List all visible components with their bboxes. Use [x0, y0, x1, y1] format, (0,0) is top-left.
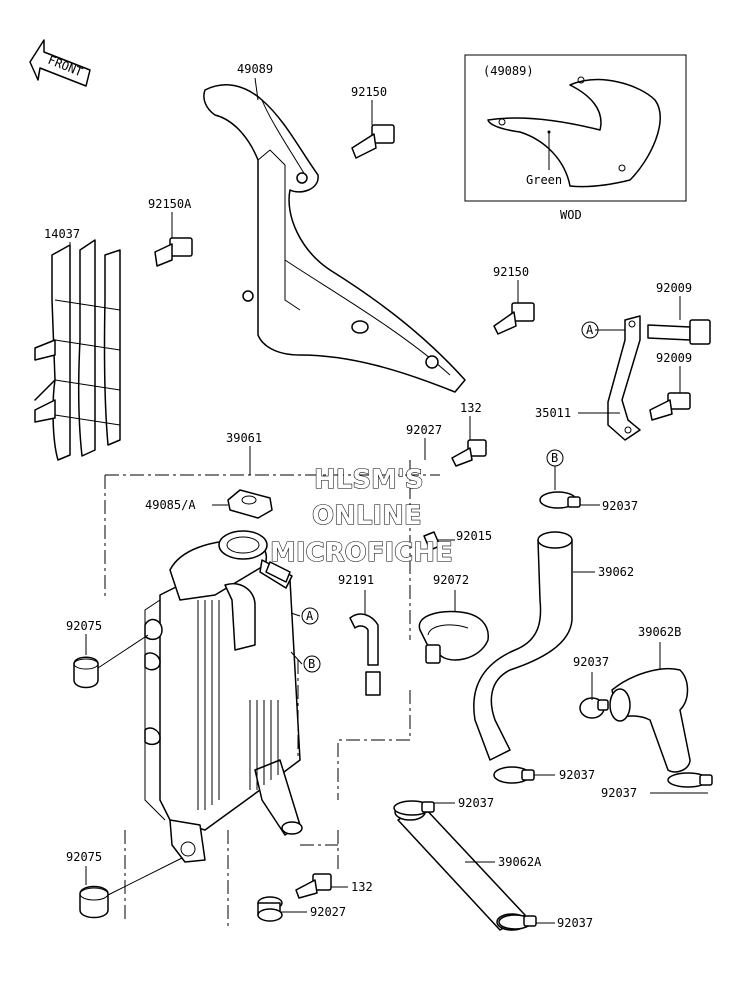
label-39062B: 39062B	[638, 625, 681, 639]
callout-a-bracket: A	[581, 321, 599, 339]
grommet-92075-bottom	[79, 885, 109, 919]
clamp-92037-c	[493, 766, 535, 784]
wod-inset	[464, 54, 687, 202]
label-92027-bottom: 92027	[310, 905, 346, 919]
label-14037: 14037	[44, 227, 80, 241]
bolt-92150A	[154, 237, 193, 267]
svg-text:B: B	[308, 657, 315, 671]
clamp-92037-b	[579, 697, 609, 719]
label-39061: 39061	[226, 431, 262, 445]
label-92015: 92015	[456, 529, 492, 543]
hose-92191	[349, 613, 381, 696]
label-39062A: 39062A	[498, 855, 542, 869]
louver-14037	[34, 239, 121, 461]
label-92150A: 92150A	[148, 197, 192, 211]
label-92027-top: 92027	[406, 423, 442, 437]
label-92150-top: 92150	[351, 85, 387, 99]
watermark-line-2: ONLINE	[312, 501, 422, 531]
bolt-92150-mid	[493, 302, 535, 335]
label-92072: 92072	[433, 573, 469, 587]
callout-b-radiator: B	[303, 655, 321, 673]
label-35011: 35011	[535, 406, 571, 420]
label-92037-c: 92037	[559, 768, 595, 782]
watermark-line-3: MICROFICHE	[270, 538, 453, 568]
callout-a-radiator: A	[301, 607, 319, 625]
bolt-92150-top	[351, 124, 395, 159]
label-132-top: 132	[460, 401, 482, 415]
label-49089: 49089	[237, 62, 273, 76]
clamp-92037-e	[393, 800, 435, 816]
radiator-shroud-49089	[203, 84, 466, 393]
label-92150-mid: 92150	[493, 265, 529, 279]
svg-text:A: A	[306, 609, 314, 623]
bolt-92027-bottom	[257, 896, 283, 922]
front-arrow-icon: FRONT	[29, 39, 91, 87]
part-labels: 49089 92150 (49089) Green WOD 14037 9215…	[44, 62, 692, 930]
clamp-92037-f	[498, 914, 537, 930]
band-92072	[418, 610, 489, 664]
label-92037-f: 92037	[557, 916, 593, 930]
bolt-92009-a	[647, 319, 711, 345]
watermark-line-1: HLSM'S	[314, 465, 424, 495]
label-wod: WOD	[560, 208, 582, 222]
hose-39062B	[609, 668, 691, 773]
label-49085A: 49085/A	[145, 498, 196, 512]
label-92075-bottom: 92075	[66, 850, 102, 864]
bracket-35011	[607, 315, 641, 441]
label-132-bottom: 132	[351, 880, 373, 894]
label-green: Green	[526, 173, 562, 187]
hose-39062	[473, 531, 573, 761]
svg-text:B: B	[551, 451, 558, 465]
bolt-92027-top	[265, 561, 291, 583]
label-39062: 39062	[598, 565, 634, 579]
callout-b-hose: B	[546, 449, 564, 467]
svg-text:A: A	[586, 323, 594, 337]
assembly-boundary-lines	[104, 460, 430, 930]
radiator-39061	[144, 530, 303, 863]
clip-92015	[423, 531, 441, 551]
clamp-92037-d	[667, 772, 713, 788]
label-92009-a: 92009	[656, 281, 692, 295]
label-92037-b: 92037	[573, 655, 609, 669]
label-92075-top: 92075	[66, 619, 102, 633]
label-92191: 92191	[338, 573, 374, 587]
watermark: HLSM'S ONLINE MICROFICHE	[269, 464, 453, 568]
label-92037-e: 92037	[458, 796, 494, 810]
bolt-92009-b	[649, 392, 691, 421]
cushion-49085A	[227, 489, 273, 519]
clamp-92037-top	[539, 491, 581, 509]
label-92037-top: 92037	[602, 499, 638, 513]
grommet-92075-top	[73, 656, 99, 689]
label-49089-inset: (49089)	[483, 64, 534, 78]
bolt-132-top	[451, 439, 487, 467]
label-92037-d: 92037	[601, 786, 637, 800]
leader-lines	[69, 77, 708, 924]
bolt-132-bottom	[295, 873, 332, 899]
label-92009-b: 92009	[656, 351, 692, 365]
